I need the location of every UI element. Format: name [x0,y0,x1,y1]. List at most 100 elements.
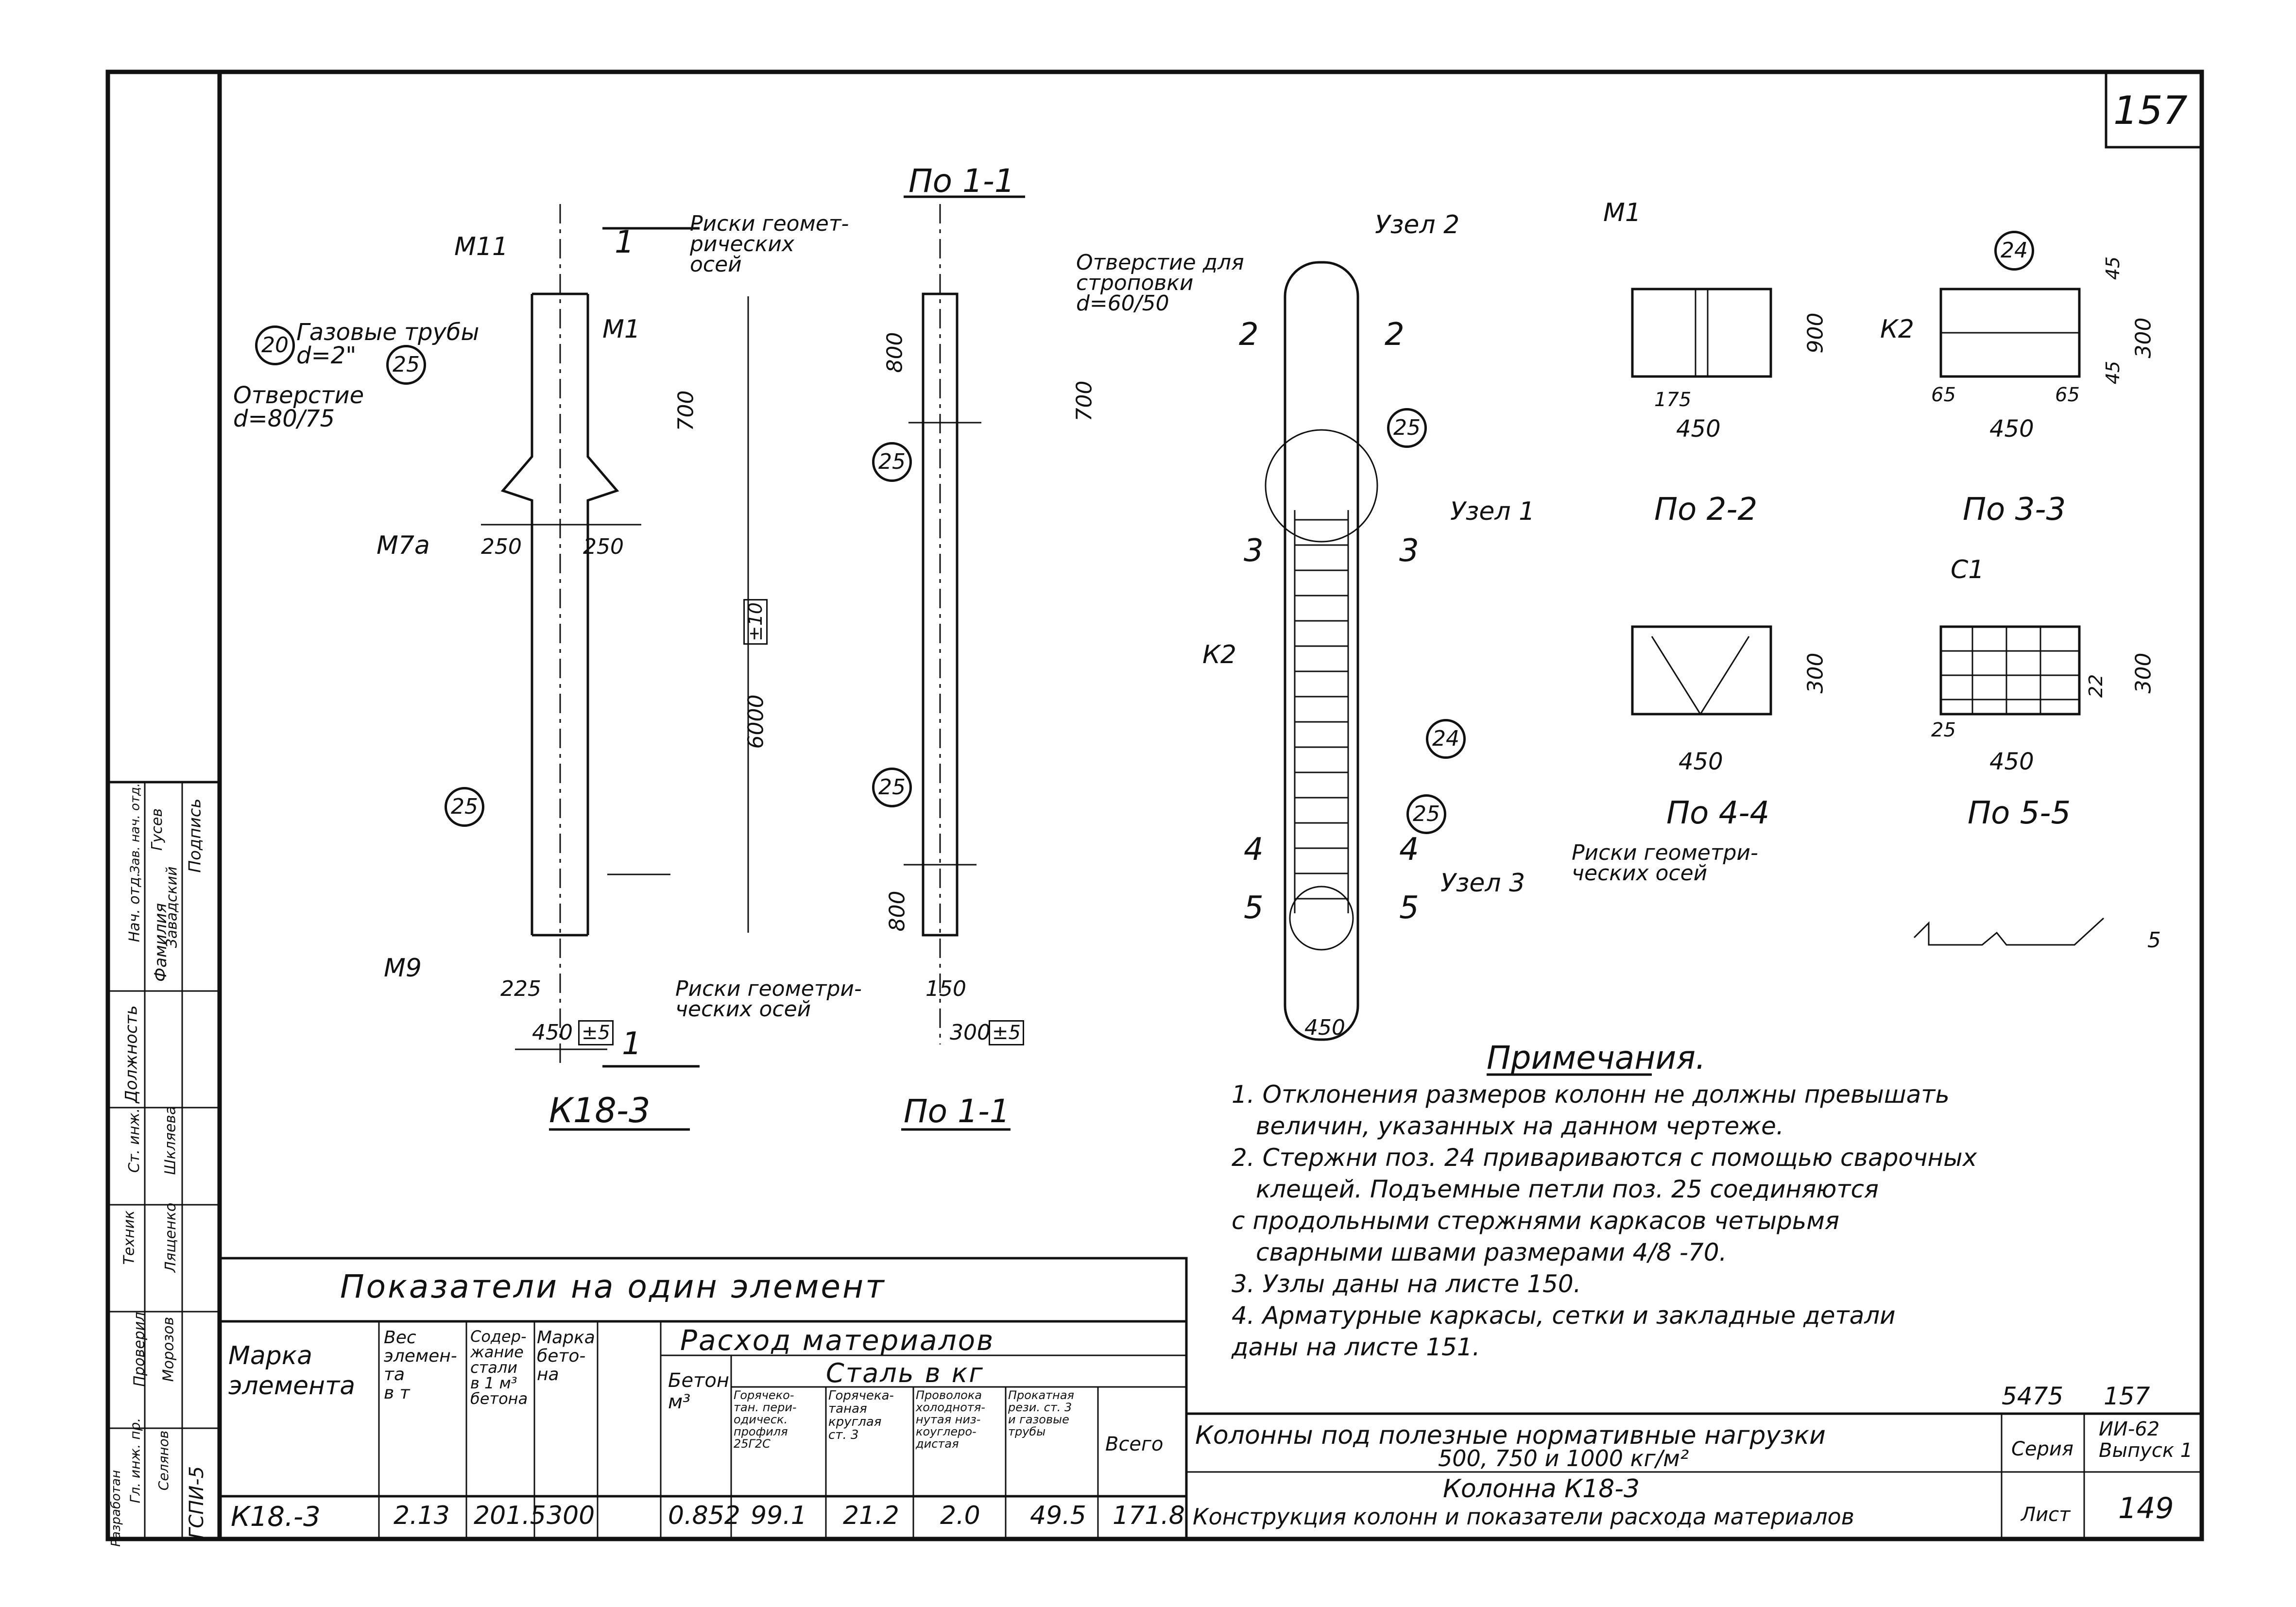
dim-45b: 45 [2102,360,2124,385]
section-2-2-view [1631,625,1772,716]
pos-mark-25-f: 25 [1406,794,1446,834]
callout-hole-sling: Отверстие для строповки d=60/50 [1076,250,1244,316]
stamp-row4-name: Селянов [155,1430,172,1491]
pos-mark-25-e: 25 [1387,408,1427,448]
callout-node3: Узел 3 [1440,869,1525,898]
section-4-4-title: По 4-4 [1666,795,1769,831]
series-label: Серия [2011,1438,2073,1460]
section-mark-5-right: 5 [1399,890,1419,926]
dim-450: 450 [532,1020,573,1045]
section-1-1-title-top: По 1-1 [908,162,1015,200]
section-3-3-view [1939,625,2081,716]
stamp-header-sign: Подпись [185,798,205,873]
dim-300-sec2: 300 [1803,652,1828,694]
section-mark-2-left: 2 [1239,317,1259,353]
sheet-label: Лист [2021,1504,2071,1526]
dim-25: 25 [1931,719,1956,741]
side-stamp-lines [106,781,221,1540]
group-materials: Расход материалов [680,1324,995,1357]
dim-6000-tol: ±10 [743,598,768,645]
indicators-title: Показатели на один элемент [340,1268,886,1305]
section-mark-5-left: 5 [1244,890,1264,926]
row-steel-content: 201.5 [474,1501,546,1530]
title-block-lines [1185,1412,2203,1540]
callout-risk-geom-right: Риски геометри- ческих осей [1572,840,1758,886]
stamp-row6-name: Гусев [149,808,166,851]
section-mark-1-bottom: 1 [622,1026,642,1062]
section-mark-4-left: 4 [1244,832,1264,868]
note-line: сварными швами размерами 4/8 -70. [1256,1238,1727,1266]
callout-m11: М11 [454,232,508,261]
dim-22: 22 [2085,674,2107,698]
title-line3: Колонна К18-3 [1443,1474,1640,1504]
note-line: 3. Узлы даны на листе 150. [1232,1270,1581,1298]
stamp-org: ГСПИ-5 [186,1466,208,1539]
section-1-1-view [904,204,981,1044]
col-hot-periodic: Горячеко- тан. пери- одическ. профиля 25… [734,1388,797,1451]
dim-450-tol: ±5 [578,1020,614,1045]
col-steel-content: Содер- жание стали в 1 м³ бетона [470,1327,528,1408]
pos-mark-20: 20 [255,325,295,365]
dim-250-left: 250 [481,534,522,559]
notes-lines: 1. Отклонения размеров колонн не должны … [1231,1080,1977,1361]
dim-250-right: 250 [583,534,624,559]
elevation-k18-3 [481,204,749,1069]
section-2-2-title: По 2-2 [1654,492,1757,528]
callout-m1: М1 [602,315,640,344]
callout-m7a: М7а [377,531,430,560]
series-value: ИИ-62 Выпуск 1 [2099,1418,2193,1462]
section-m1-view [1631,288,1772,378]
dim-300-sec5: 300 [2131,652,2156,694]
row-weight: 2.13 [394,1501,450,1530]
pos-mark-25-d: 25 [872,768,912,807]
col-mark: Марка элемента [228,1341,356,1401]
dim-450-sec3: 450 [1679,748,1723,775]
row-wire: 2.0 [940,1501,980,1530]
dim-300-tol: ±5 [989,1020,1024,1045]
stamp-row2-post: Техник [120,1210,138,1265]
row-rolled: 49.5 [1030,1501,1086,1530]
dim-150: 150 [925,976,966,1001]
pos-mark-25-c: 25 [872,442,912,482]
dim-6000: 6000 [743,694,769,749]
dim-450-sec1: 450 [1676,415,1721,443]
callout-c1: С1 [1951,555,1984,584]
sheet-number-box [2105,70,2203,149]
dim-65a: 65 [1931,384,1956,406]
dim-5: 5 [2147,928,2161,953]
note-line: с продольными стержнями каркасов четырьм… [1232,1207,1839,1235]
col-hot-round: Горячека- таная круглая ст. 3 [828,1388,894,1442]
row-hot-round: 21.2 [843,1501,899,1530]
stamp-row5-name: Завадский [163,866,181,948]
dim-300-sec3: 300 [2131,317,2156,359]
dim-300: 300 [950,1020,991,1045]
dim-900: 900 [1803,312,1828,354]
stamp-row2-name: Лященко [162,1202,180,1273]
callout-hole: Отверстие d=80/75 [233,382,364,432]
stamp-row6-post: Зав. нач. отд. [128,783,143,874]
sheet-number: 157 [2113,88,2188,133]
col-rolled: Прокатная рези. ст. 3 и газовые трубы [1008,1388,1074,1438]
dim-800-bottom: 800 [885,890,910,932]
col-concrete: Бетон м³ [668,1369,729,1413]
section-3-3-title: По 3-3 [1963,492,2066,528]
dim-800: 800 [882,332,908,373]
dim-450-sec4: 450 [1989,748,2034,775]
stamp-developed: Разработан [108,1470,123,1547]
row-mark: К18.-3 [231,1501,321,1533]
elevation-title: К18-3 [549,1091,651,1130]
title-line2: 500, 750 и 1000 кг/м² [1438,1445,1689,1471]
col-weight: Вес элемен- та в т [384,1328,457,1403]
dim-175: 175 [1654,389,1692,411]
row-total: 171.8 [1113,1501,1185,1530]
note-line: величин, указанных на данном чертеже. [1256,1112,1784,1140]
dim-45a: 45 [2102,256,2124,280]
dim-450-node: 450 [1304,1015,1345,1040]
note-line: даны на листе 151. [1231,1333,1480,1361]
stamp-number: 157 [2104,1382,2150,1410]
pos-mark-25-b: 25 [445,787,484,827]
notes-title: Примечания. [1487,1039,1706,1077]
callout-gas-pipes: Газовые трубы d=2" [296,319,480,369]
section-1-1-title: По 1-1 [904,1093,1010,1130]
note-line: 2. Стержни поз. 24 привариваются с помощ… [1232,1144,1977,1172]
